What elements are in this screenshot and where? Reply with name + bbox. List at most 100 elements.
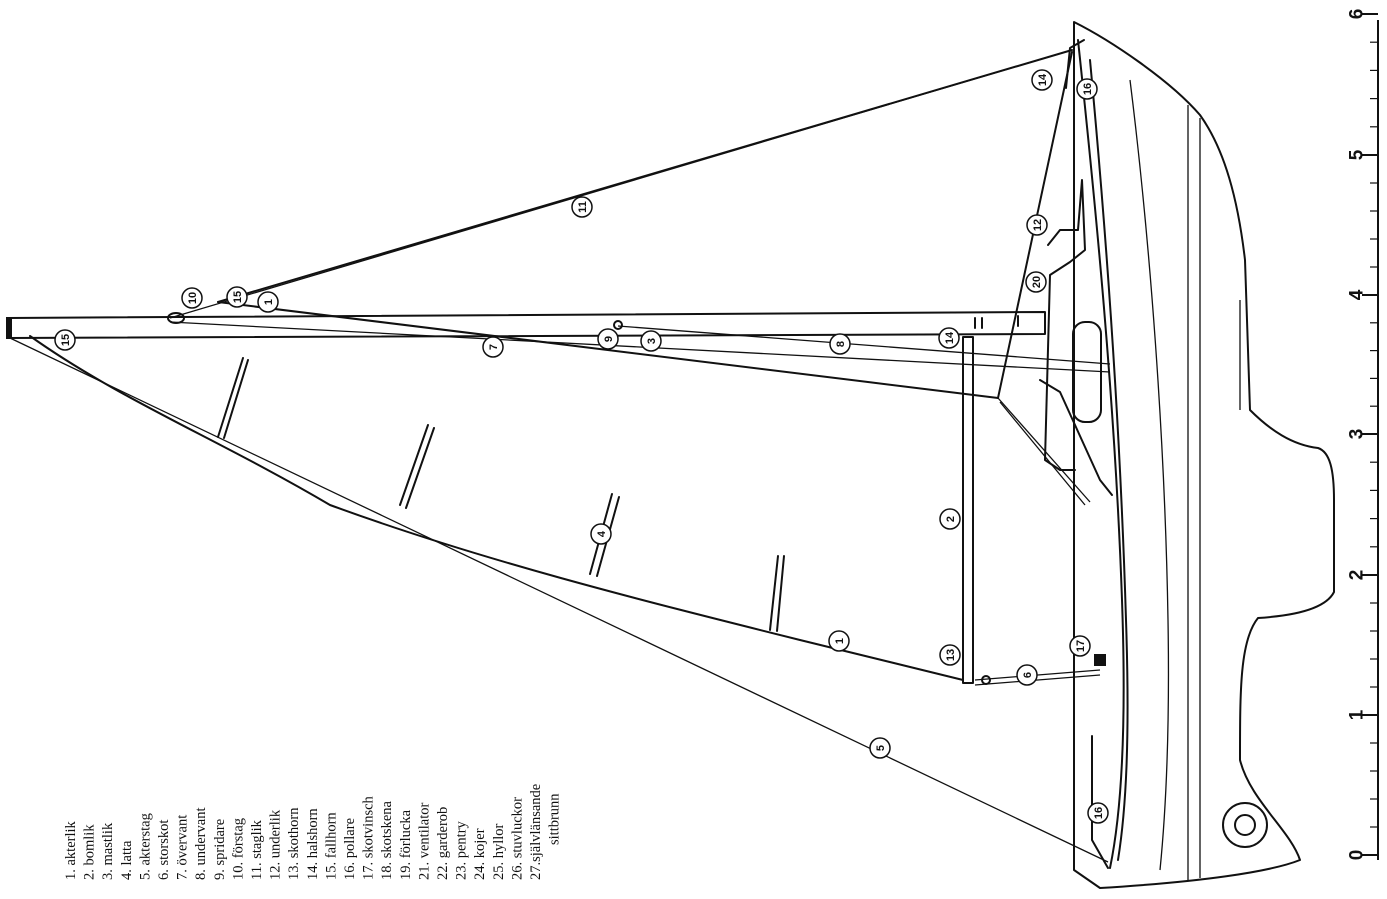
winch: [1094, 654, 1106, 666]
callout-1: 1: [828, 630, 850, 652]
mainsail: [29, 335, 964, 681]
scale-label-4: 4: [1347, 289, 1368, 300]
rigging: [9, 49, 1111, 863]
legend-item: 6. storskot: [156, 820, 172, 880]
svg-text:14: 14: [1037, 73, 1049, 86]
jib-sheet-2: [999, 401, 1086, 506]
boom: [962, 336, 974, 684]
callout-8: 8: [829, 333, 851, 355]
callout-17: 17: [1069, 635, 1091, 657]
svg-text:3: 3: [646, 338, 658, 344]
spreader-tip: [613, 320, 623, 330]
legend-item: 18. skotskena: [379, 801, 395, 881]
batten-2: [399, 424, 429, 506]
svg-text:20: 20: [1031, 276, 1043, 288]
forestay-line: [169, 49, 1073, 319]
callout-3: 3: [640, 330, 662, 352]
mainsheet-block: [981, 675, 991, 685]
legend-item: 8. undervant: [193, 808, 209, 880]
svg-text:6: 6: [1022, 672, 1034, 678]
rudder-fitting: [1222, 802, 1268, 848]
svg-text:9: 9: [603, 336, 615, 342]
callout-20: 20: [1025, 271, 1047, 293]
legend-item: 1. akterlik: [63, 820, 79, 880]
sheer-line: [1077, 39, 1125, 869]
svg-text:2: 2: [945, 516, 957, 522]
callout-15: 15: [54, 329, 76, 351]
hull: [1039, 21, 1335, 889]
legend-item: 13. skothorn: [286, 807, 302, 880]
leech: [29, 335, 964, 681]
forestay-fitting: [167, 312, 185, 324]
batten-4: [769, 555, 779, 631]
lower-shroud: [617, 325, 1111, 365]
legend-item: 5. akterstag: [137, 813, 153, 880]
scale-label-6: 6: [1347, 9, 1368, 20]
svg-text:16: 16: [1082, 83, 1094, 95]
legend-item: 26. stuvluckor: [509, 797, 525, 880]
legend-item: 10. förstag: [230, 818, 246, 880]
mast: [6, 311, 1046, 339]
legend-item: 25. hyllor: [491, 823, 507, 880]
callout-14: 14: [1031, 69, 1053, 91]
legend-item: 2. bomlik: [82, 824, 98, 880]
svg-text:14: 14: [944, 331, 956, 344]
callout-10: 10: [181, 287, 203, 309]
svg-text:1: 1: [263, 299, 275, 305]
batten-1: [217, 357, 244, 438]
legend-item: 9. spridare: [212, 819, 228, 880]
mast-head: [6, 317, 12, 339]
legend-item: 4. latta: [119, 840, 135, 880]
callout-13: 13: [939, 644, 961, 666]
callout-2: 2: [939, 508, 961, 530]
legend-item: 14. halshorn: [305, 808, 321, 880]
callout-16: 16: [1087, 802, 1109, 824]
legend-item: 15. fallhorn: [323, 812, 339, 880]
svg-text:17: 17: [1075, 640, 1087, 652]
callout-7: 7: [482, 336, 504, 358]
svg-text:16: 16: [1093, 807, 1105, 819]
legend-item: 21. ventilator: [416, 803, 432, 880]
jib-sheet: [997, 397, 1091, 503]
callout-5: 5: [869, 737, 891, 759]
mast-spar: [7, 311, 1046, 339]
hull-stripe: [1129, 79, 1170, 871]
deckhouse: [1044, 179, 1086, 471]
callout-14: 14: [938, 327, 960, 349]
batten-4b: [776, 555, 785, 632]
callout-1: 1: [257, 291, 279, 313]
svg-text:7: 7: [488, 344, 500, 350]
svg-text:12: 12: [1032, 219, 1044, 231]
mainsheet-2: [974, 674, 1101, 686]
hull-outline: [1073, 21, 1335, 889]
svg-text:5: 5: [875, 745, 887, 751]
legend-item: 23. pentry: [454, 820, 470, 880]
callout-4: 4: [590, 523, 612, 545]
callout-11: 11: [571, 196, 593, 218]
companionway: [1039, 379, 1113, 496]
legend-item: 7. övervant: [175, 815, 191, 880]
callout-15: 15: [226, 286, 248, 308]
scale-label-5: 5: [1347, 149, 1368, 160]
legend-item: 19. förlucka: [398, 809, 414, 880]
jib-leech: [217, 301, 999, 399]
scale-label-1: 1: [1347, 709, 1368, 720]
svg-text:4: 4: [596, 530, 608, 537]
callout-9: 9: [597, 328, 619, 350]
scale-label-2: 2: [1347, 570, 1368, 581]
batten-2b: [405, 427, 435, 509]
legend-item: 17. skotvinsch: [361, 795, 377, 880]
legend-item: 24. kojer: [472, 828, 488, 880]
legend-item: 27.självlänsande: [528, 784, 544, 880]
scale-label-3: 3: [1347, 429, 1368, 440]
deck-line: [1089, 59, 1129, 861]
legend-item: 22. garderob: [435, 807, 451, 880]
callout-12: 12: [1026, 214, 1048, 236]
svg-text:13: 13: [945, 649, 957, 661]
svg-text:10: 10: [187, 292, 199, 304]
legend-item: 11. staglik: [249, 819, 265, 880]
